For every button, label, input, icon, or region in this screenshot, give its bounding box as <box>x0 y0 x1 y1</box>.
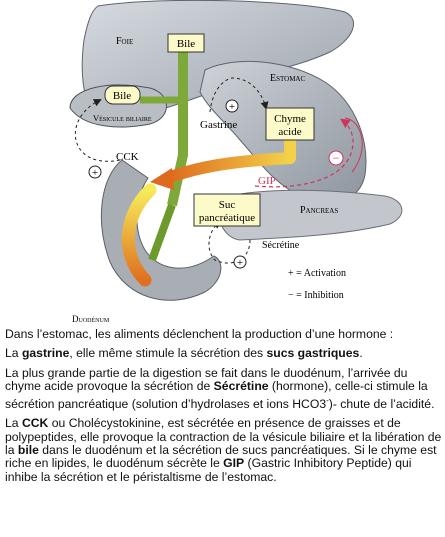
paragraph-4: La CCK ou Cholécystokinine, est sécrétée… <box>5 416 442 484</box>
explanation-text: Dans l’estomac, les aliments déclenchent… <box>5 327 442 490</box>
label-cck: CCK <box>116 151 139 163</box>
chyme-box: Chyme acide <box>265 107 315 141</box>
label-stomach: Estomac <box>270 73 305 84</box>
svg-text:acide: acide <box>278 126 301 138</box>
paragraph-2: La gastrine, elle même stimule la sécrét… <box>5 346 363 361</box>
duodenum-flow-arrow <box>121 183 157 287</box>
svg-text:−: − <box>333 151 340 165</box>
label-duodenum: Duodénum <box>72 314 110 324</box>
label-gastrine: Gastrine <box>200 119 237 131</box>
inhibition-top-pathway <box>344 117 363 173</box>
legend-inhibition: − = Inhibition <box>288 290 344 301</box>
svg-text:Suc: Suc <box>219 199 236 211</box>
digestive-hormones-diagram: Bile Bile Chyme acide Suc pancréatique F… <box>69 0 403 324</box>
label-pancreas: Pancreas <box>300 205 338 216</box>
paragraph-1: Dans l’estomac, les aliments déclenchent… <box>5 327 394 341</box>
svg-text:pancréatique: pancréatique <box>199 212 255 224</box>
bile-to-duodenum-arrow <box>148 203 176 262</box>
gallbladder-shape <box>69 84 167 128</box>
bile-box-gallbladder: Bile <box>104 85 141 105</box>
gip-pathway <box>254 118 354 188</box>
pancreas-shape <box>217 189 403 241</box>
label-gip: GIP <box>258 175 276 187</box>
chyme-arrow-head <box>150 168 174 190</box>
svg-text:Bile: Bile <box>113 90 131 102</box>
gastrine-pathway <box>209 77 269 113</box>
plus-sign-secretine: + <box>233 255 247 269</box>
bile-duct-main-arrow <box>167 48 188 207</box>
svg-text:+: + <box>92 167 98 179</box>
svg-text:Bile: Bile <box>177 38 195 50</box>
suc-box: Suc pancréatique <box>193 193 261 227</box>
plus-sign-gastrine: + <box>225 99 239 113</box>
label-secretine: Sécrétine <box>262 240 300 251</box>
label-gallbladder: Vésicule biliaire <box>93 113 152 123</box>
svg-text:+: + <box>229 101 235 113</box>
plus-sign-cck: + <box>88 165 102 179</box>
svg-text:+: + <box>237 257 243 269</box>
chyme-arrow <box>165 140 296 184</box>
paragraph-3: La plus grande partie de la digestion se… <box>5 365 435 411</box>
legend-activation: + = Activation <box>288 268 346 279</box>
minus-sign-gip: − <box>328 150 344 166</box>
secretine-pathway <box>208 220 251 264</box>
svg-text:Chyme: Chyme <box>274 113 306 125</box>
bile-box-top: Bile <box>167 33 205 53</box>
label-liver: Foie <box>116 36 133 47</box>
